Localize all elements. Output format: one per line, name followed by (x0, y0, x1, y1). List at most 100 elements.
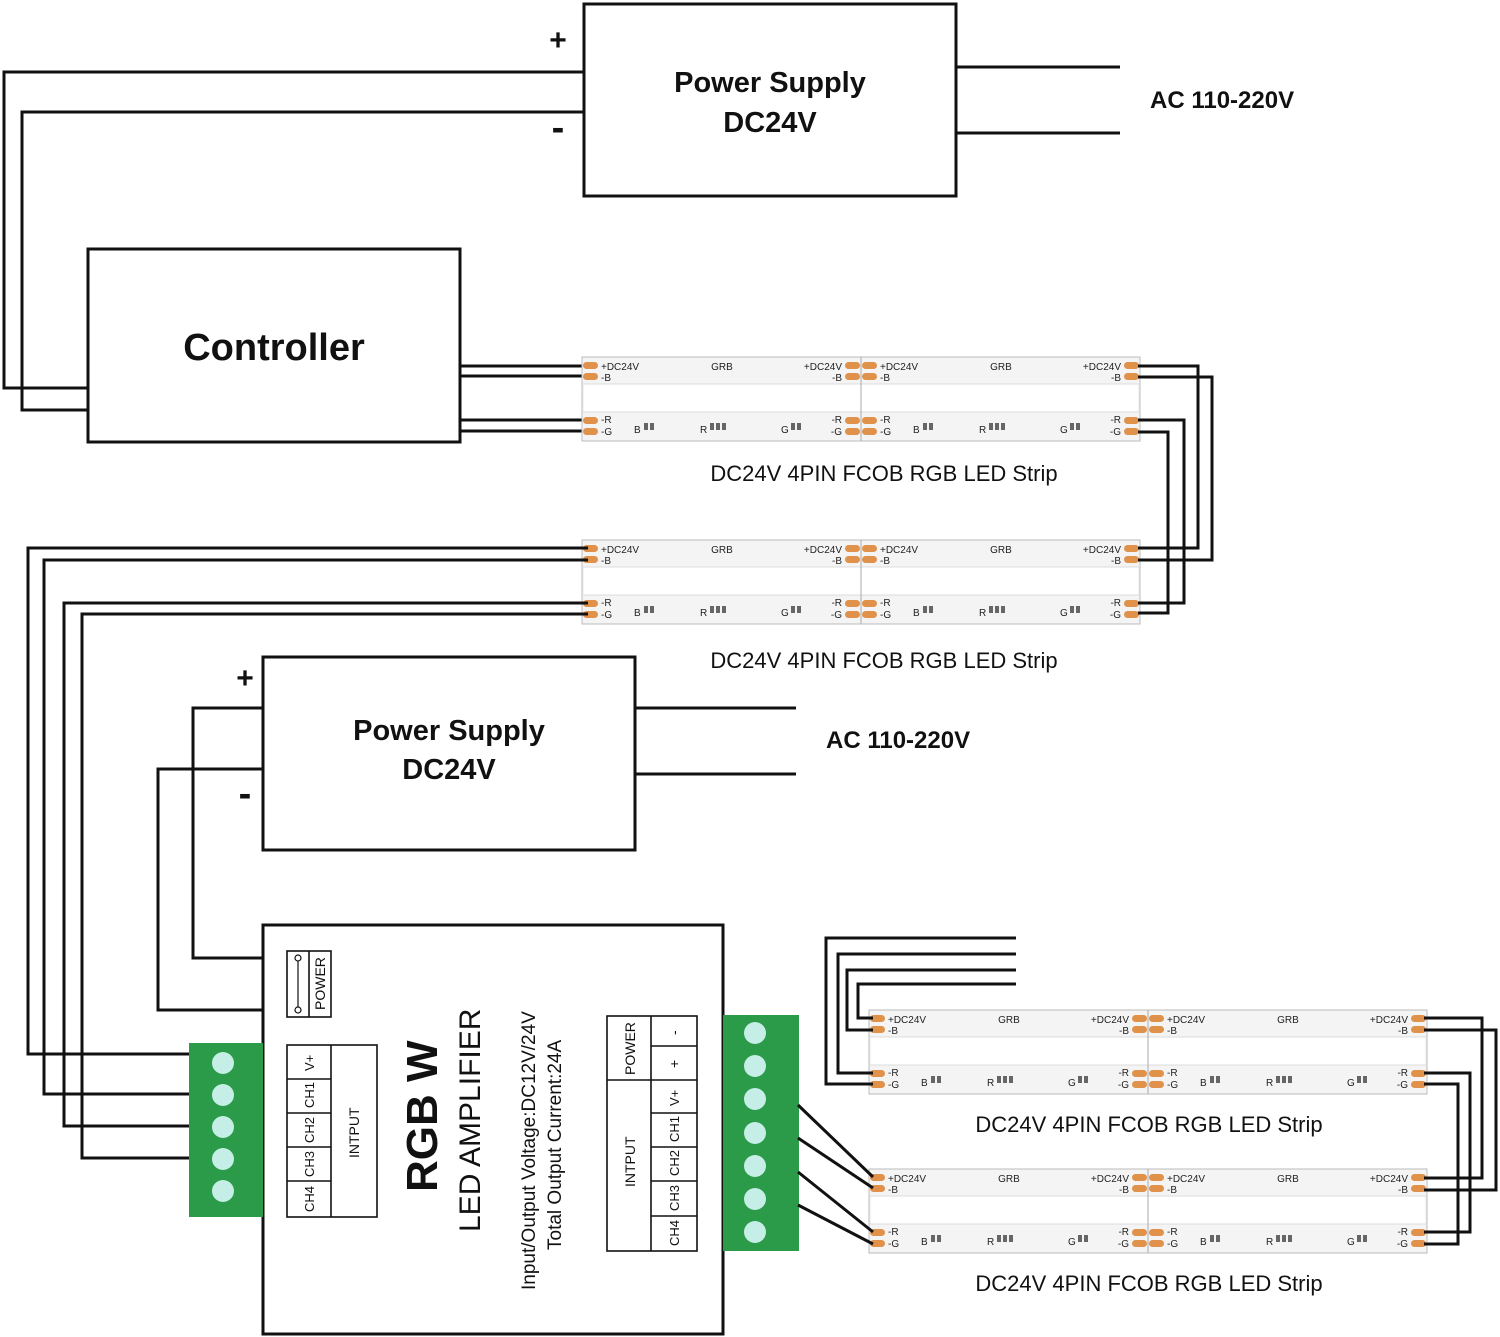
pad-b-right (1411, 1185, 1426, 1192)
chip-g-1 (1357, 1235, 1361, 1242)
pad-b-right (845, 373, 860, 380)
amp-output-hole-6 (744, 1188, 766, 1210)
power-supply-bottom (261, 655, 637, 852)
chip-r-2 (1282, 1076, 1286, 1083)
label-r-right: -R (1110, 598, 1121, 609)
label-g-right: -G (831, 610, 842, 621)
amp-out-wire-b (797, 1136, 874, 1190)
pad-b-left (1149, 1026, 1164, 1033)
label-chip-r: R (700, 608, 707, 619)
label-b-right: -B (1111, 373, 1121, 384)
amp-output-hole-2 (744, 1055, 766, 1077)
pad-r-right (1124, 417, 1139, 424)
amp-out-wire-g (797, 1203, 874, 1246)
pad-b-right (1132, 1185, 1147, 1192)
strip2-to-amp-g (80, 612, 588, 1160)
amp-left-pin-ch3: CH3 (302, 1151, 317, 1177)
amp-input-hole-4 (212, 1148, 234, 1170)
label-vplus-right: +DC24V (1083, 545, 1121, 556)
pad-r-right (1132, 1229, 1147, 1236)
pad-vplus-left (870, 1015, 885, 1022)
label-chip-g: G (1347, 1078, 1355, 1089)
label-g-right: -G (1397, 1239, 1408, 1250)
label-chip-b: B (913, 425, 920, 436)
label-vplus-right: +DC24V (1091, 1015, 1129, 1026)
label-r-right: -R (1397, 1227, 1408, 1238)
strip2-to-amp-r (62, 601, 588, 1128)
amp-output-hole-4 (744, 1122, 766, 1144)
pad-g-left (1149, 1081, 1164, 1088)
chip-b-1 (1210, 1076, 1214, 1083)
amp-spec-current: Total Output Current:24A (545, 1040, 566, 1250)
amp-input-hole-1 (212, 1052, 234, 1074)
label-g-left: -G (880, 427, 891, 438)
label-g-left: -G (1167, 1080, 1178, 1091)
label-r-left: -R (1167, 1068, 1178, 1079)
amp-input-hole-2 (212, 1084, 234, 1106)
pad-r-right (845, 600, 860, 607)
label-chip-r: R (1266, 1078, 1273, 1089)
chip-g-2 (1084, 1235, 1088, 1242)
chip-r-2 (995, 606, 999, 613)
amp-right-pin-ch1: CH1 (667, 1116, 682, 1142)
amp-spec-voltage: Input/Output Voltage:DC12V/24V (519, 1011, 540, 1290)
pad-r-right (1124, 600, 1139, 607)
power-supply-top-plus: + (549, 24, 567, 57)
label-grb: GRB (1277, 1174, 1299, 1185)
label-r-right: -R (1110, 415, 1121, 426)
label-b-right: -B (1119, 1185, 1129, 1196)
pad-vplus-right (845, 545, 860, 552)
label-vplus-right: +DC24V (1370, 1015, 1408, 1026)
amp-right-plus: + (666, 1060, 682, 1068)
amp-subtitle: LED AMPLIFIER (454, 1009, 487, 1232)
pad-vplus-right (1132, 1174, 1147, 1181)
pad-vplus-right (1411, 1174, 1426, 1181)
chip-r-3 (1009, 1235, 1013, 1242)
chip-g-1 (1078, 1076, 1082, 1083)
pad-g-right (1411, 1240, 1426, 1247)
amp-right-input-label: INTPUT (622, 1136, 638, 1187)
amp-output-hole-5 (744, 1155, 766, 1177)
label-chip-r: R (1266, 1237, 1273, 1248)
label-r-left: -R (888, 1227, 899, 1238)
label-r-left: -R (1167, 1227, 1178, 1238)
label-chip-b: B (921, 1237, 928, 1248)
amp-out-wire-r (797, 1170, 874, 1234)
chip-b-2 (1216, 1076, 1220, 1083)
pad-vplus-left (1149, 1174, 1164, 1181)
chip-g-1 (1357, 1076, 1361, 1083)
label-vplus-left: +DC24V (601, 362, 639, 373)
label-g-left: -G (880, 610, 891, 621)
label-r-left: -R (880, 415, 891, 426)
label-chip-g: G (1060, 425, 1068, 436)
pad-b-left (1149, 1185, 1164, 1192)
chip-b-1 (923, 423, 927, 430)
ac-bottom-label: AC 110-220V (826, 727, 970, 754)
label-g-right: -G (831, 427, 842, 438)
amp-title: RGB W (398, 1040, 447, 1192)
chip-r-2 (716, 423, 720, 430)
strip-3-caption: DC24V 4PIN FCOB RGB LED Strip (975, 1112, 1322, 1137)
amp-power-jack-label: POWER (312, 957, 328, 1010)
pad-g-left (862, 428, 877, 435)
pad-r-left (862, 600, 877, 607)
label-chip-b: B (634, 608, 641, 619)
psu-top-plus-wire (2, 70, 584, 390)
chip-g-1 (791, 606, 795, 613)
chip-g-1 (1070, 423, 1074, 430)
label-b-left: -B (880, 373, 890, 384)
label-chip-g: G (781, 608, 789, 619)
label-chip-b: B (1200, 1237, 1207, 1248)
power-supply-top-minus: - (552, 107, 565, 149)
amp-left-input-label: INTPUT (346, 1107, 362, 1158)
pad-vplus-left (583, 362, 598, 369)
amp-right-power-label: POWER (622, 1022, 638, 1075)
label-chip-g: G (1060, 608, 1068, 619)
power-supply-bottom-line1: Power Supply (353, 715, 545, 747)
pad-b-right (1132, 1026, 1147, 1033)
chip-g-2 (1084, 1076, 1088, 1083)
pad-vplus-right (1124, 362, 1139, 369)
controller-box (86, 247, 462, 444)
label-vplus-right: +DC24V (1083, 362, 1121, 373)
chip-g-1 (1070, 606, 1074, 613)
